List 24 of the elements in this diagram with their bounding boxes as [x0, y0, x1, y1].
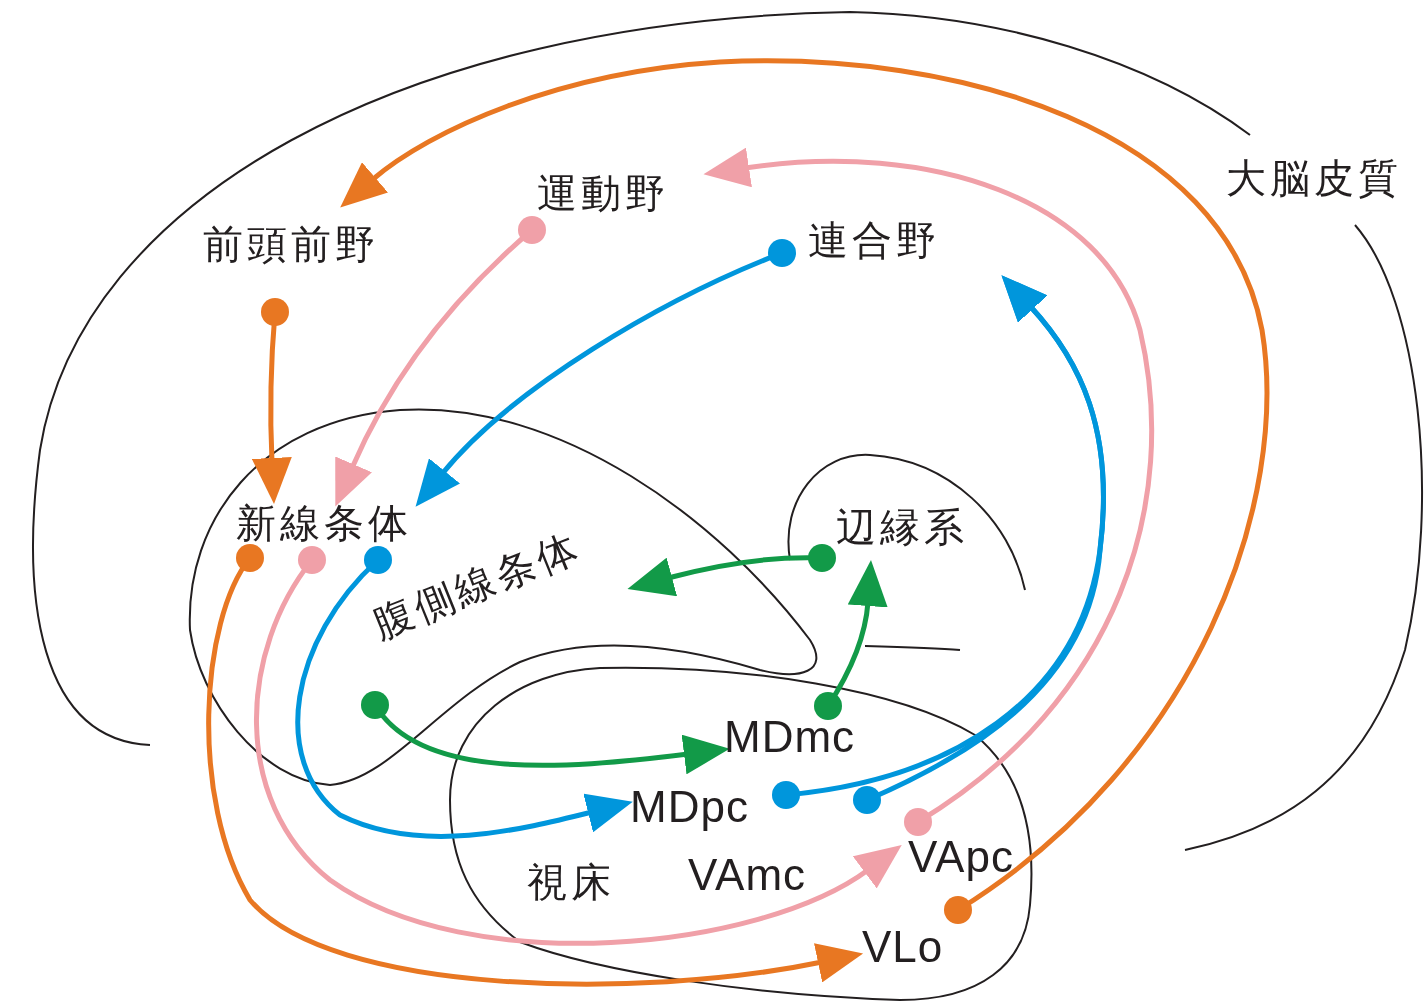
arrow: [703, 147, 1154, 836]
region-label: VApc: [908, 835, 1014, 879]
arrow: [853, 274, 1106, 814]
region-label: 前頭前野: [203, 224, 379, 264]
region-label: VAmc: [688, 853, 807, 897]
arrow: [254, 546, 904, 946]
arrow: [361, 691, 730, 775]
arrow: [295, 546, 633, 839]
arrow: [814, 560, 888, 720]
arrow: [339, 58, 1269, 924]
region-label: VLo: [862, 925, 944, 969]
region-label: 大脳皮質: [1226, 158, 1402, 198]
region-label: 運動野: [537, 173, 669, 213]
arrow: [206, 544, 864, 987]
arrow: [414, 239, 796, 506]
region-label: MDpc: [630, 785, 749, 829]
region-label: 視床: [527, 862, 615, 902]
region-label: MDmc: [724, 715, 856, 759]
region-label: 辺縁系: [836, 507, 968, 547]
region-label: 連合野: [808, 220, 940, 260]
arrow: [334, 216, 546, 507]
arrow: [251, 298, 292, 504]
region-label: 新線条体: [236, 503, 412, 543]
arrow: [627, 544, 836, 597]
